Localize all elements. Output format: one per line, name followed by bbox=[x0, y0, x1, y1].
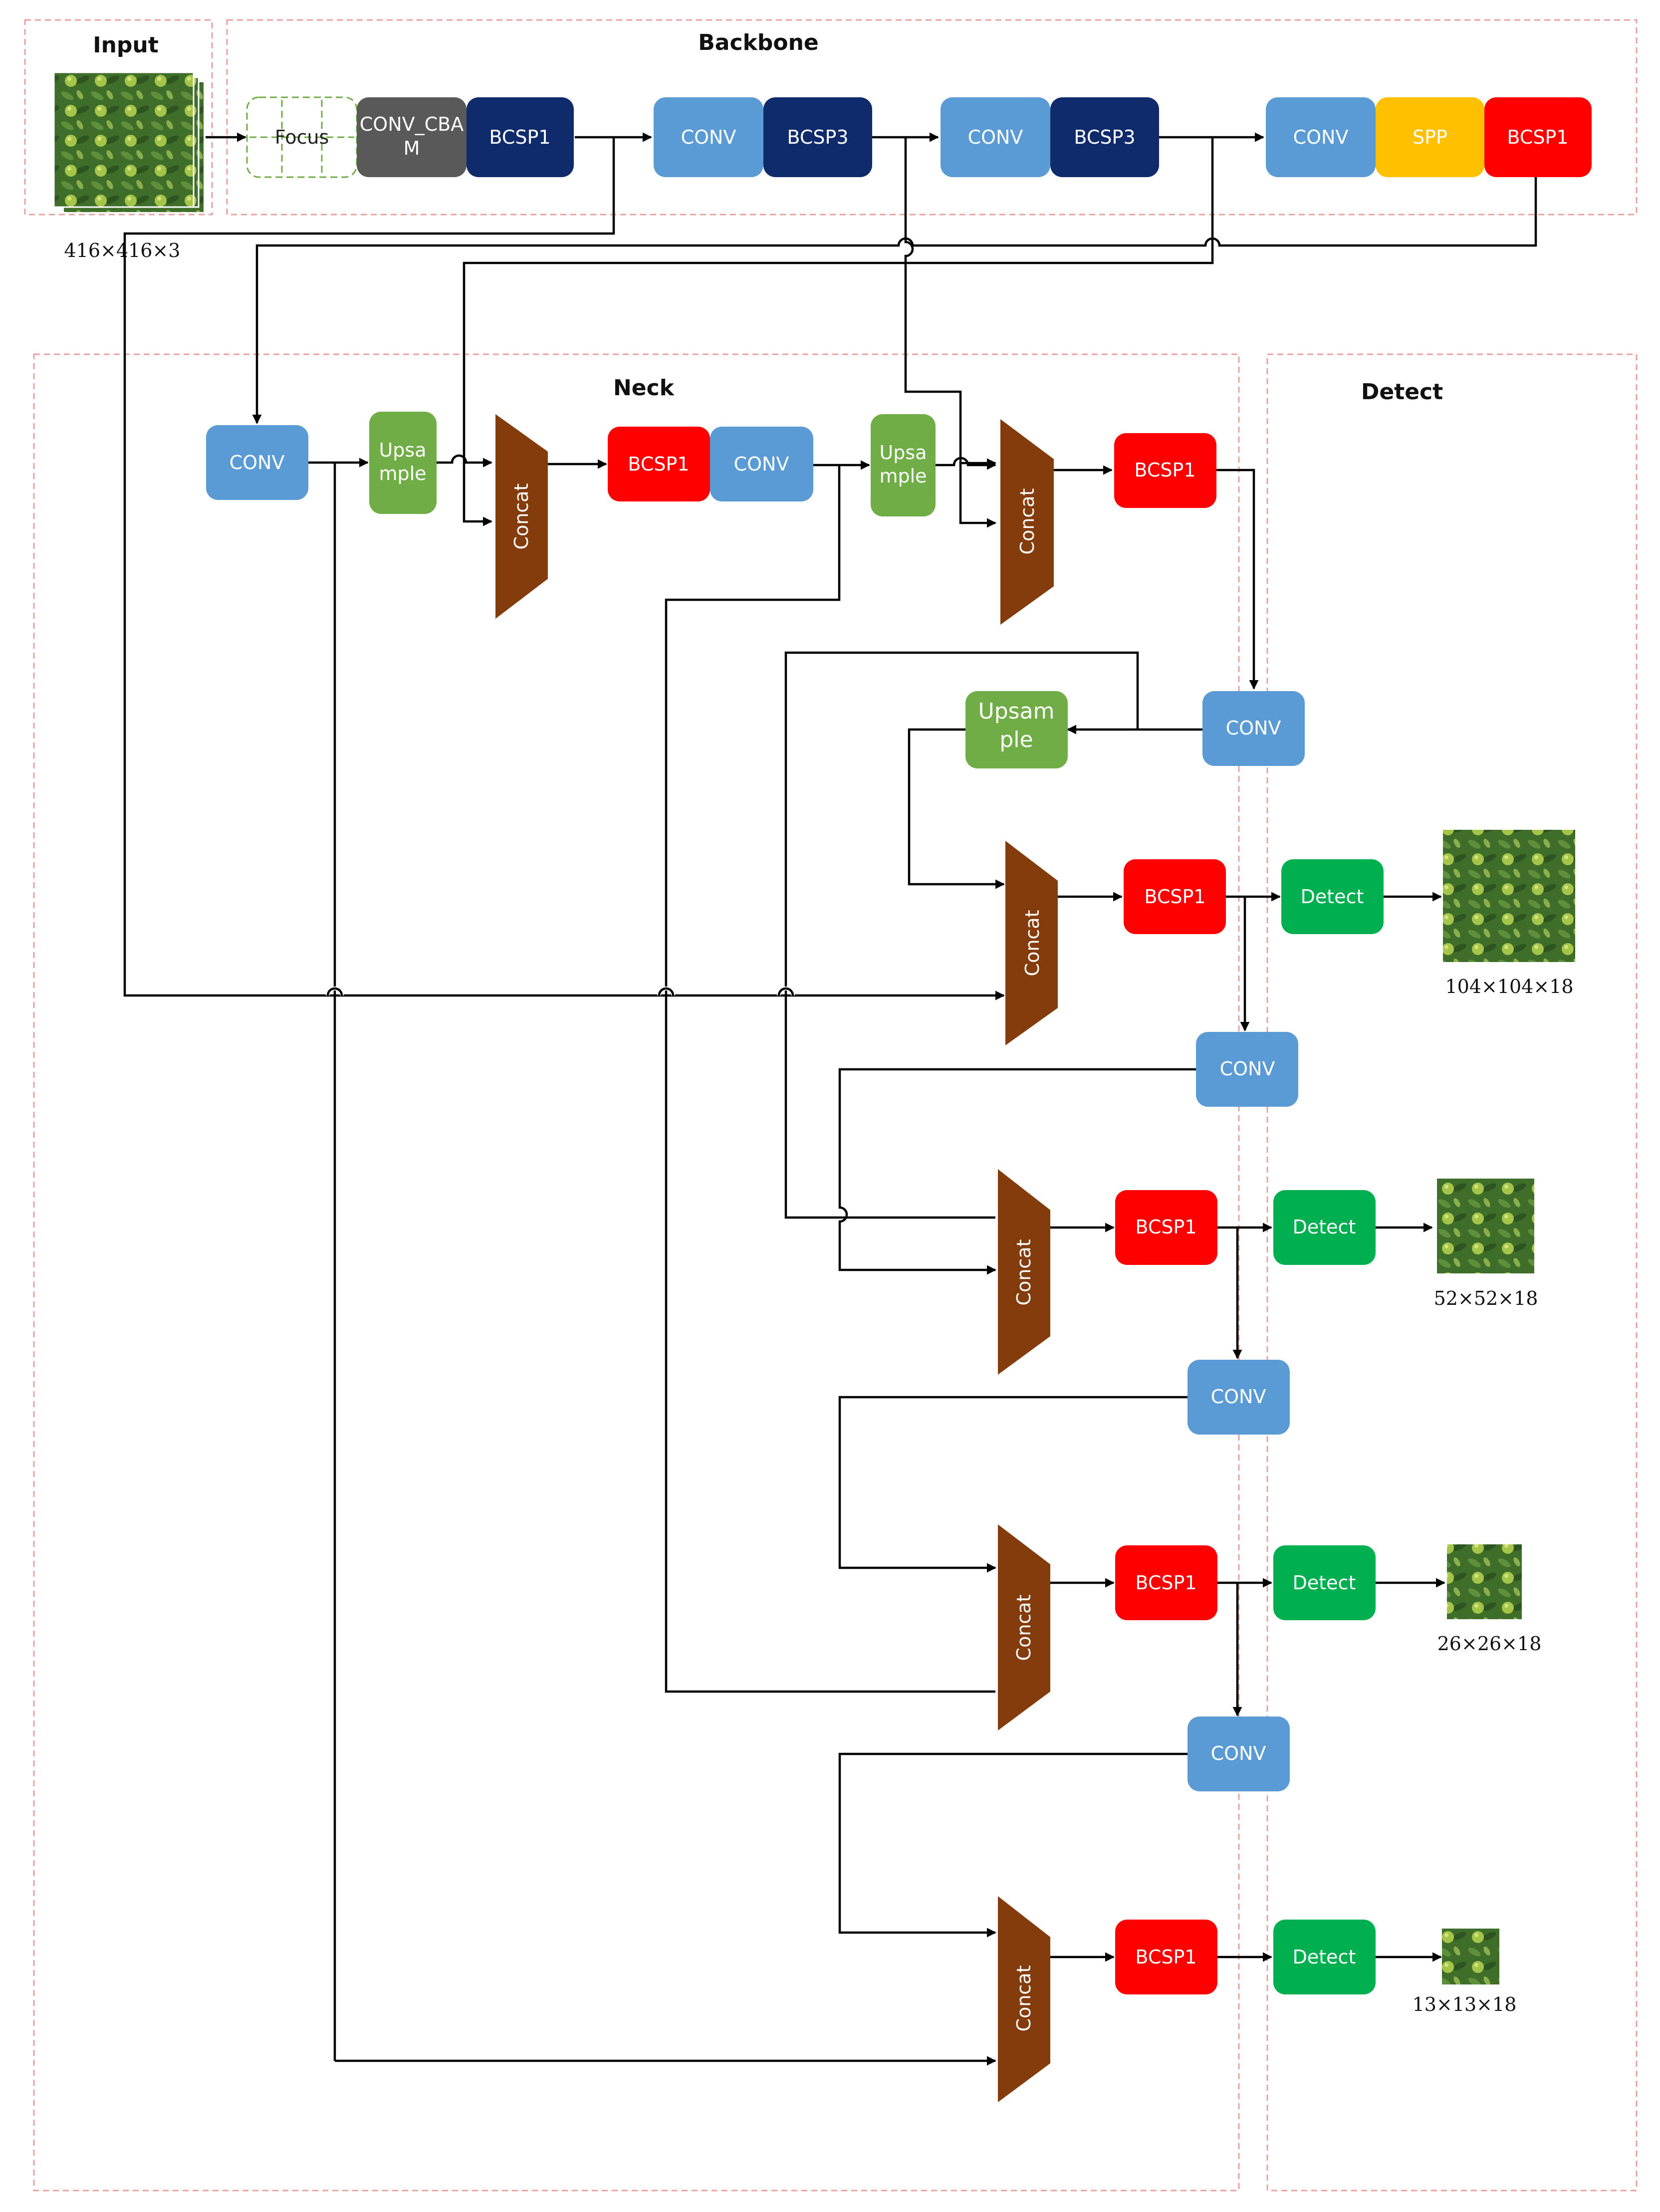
svg-text:Detect: Detect bbox=[1293, 1572, 1356, 1594]
output-size-104: 104×104×18 bbox=[1445, 976, 1573, 997]
neck-bcsp1-2: BCSP1 bbox=[1114, 433, 1216, 508]
backbone-section-title: Backbone bbox=[698, 30, 818, 55]
neck-upsample-2: Upsa mple bbox=[871, 414, 936, 516]
focus-label: Focus bbox=[275, 126, 329, 148]
neck-section-title: Neck bbox=[613, 375, 675, 401]
input-section-title: Input bbox=[93, 32, 159, 58]
svg-text:BCSP1: BCSP1 bbox=[1135, 1946, 1196, 1968]
detect-section-title: Detect bbox=[1361, 379, 1443, 405]
svg-text:BCSP1: BCSP1 bbox=[1507, 126, 1568, 148]
output-image-104 bbox=[1443, 830, 1575, 962]
output-size-52: 52×52×18 bbox=[1434, 1287, 1538, 1309]
svg-text:BCSP1: BCSP1 bbox=[1134, 459, 1195, 481]
svg-text:CONV: CONV bbox=[1211, 1742, 1266, 1764]
backbone-bcsp1-a: BCSP1 bbox=[467, 97, 574, 177]
conv-cbam-label-1: CONV_CBA bbox=[360, 113, 464, 135]
backbone-bcsp3-b: BCSP3 bbox=[1050, 97, 1159, 177]
backbone-bcsp3-a: BCSP3 bbox=[763, 97, 872, 177]
connection-lines bbox=[123, 132, 1537, 2066]
input-image bbox=[53, 71, 204, 212]
backbone-section-box bbox=[226, 19, 1638, 216]
output-size-13: 13×13×18 bbox=[1413, 1993, 1517, 2015]
svg-text:CONV: CONV bbox=[968, 126, 1023, 148]
svg-text:BCSP3: BCSP3 bbox=[1074, 126, 1135, 148]
neck-concat-5: Concat bbox=[998, 1524, 1050, 1730]
neck-concat-3: Concat bbox=[1005, 841, 1058, 1045]
svg-text:Concat: Concat bbox=[1013, 1966, 1035, 2032]
spp-block: SPP bbox=[1376, 97, 1484, 177]
neck-bcsp1-4: BCSP1 bbox=[1115, 1190, 1217, 1265]
neck-conv-5: CONV bbox=[1187, 1360, 1290, 1435]
line-crossing-hops bbox=[326, 986, 795, 996]
svg-text:Upsa: Upsa bbox=[879, 442, 927, 464]
svg-text:ple: ple bbox=[999, 727, 1033, 752]
output-image-26 bbox=[1447, 1544, 1522, 1619]
svg-text:BCSP1: BCSP1 bbox=[1135, 1572, 1196, 1594]
backbone-conv-b: CONV bbox=[941, 97, 1050, 177]
svg-text:Concat: Concat bbox=[1021, 910, 1043, 977]
svg-text:Detect: Detect bbox=[1293, 1946, 1356, 1968]
input-size-label: 416×416×3 bbox=[64, 240, 181, 261]
svg-text:Concat: Concat bbox=[1013, 1239, 1035, 1306]
neck-concat-6: Concat bbox=[998, 1896, 1050, 2102]
svg-text:Concat: Concat bbox=[510, 484, 532, 550]
neck-conv-6: CONV bbox=[1187, 1717, 1290, 1791]
svg-text:Upsa: Upsa bbox=[379, 439, 426, 461]
neck-bcsp1-3: BCSP1 bbox=[1124, 859, 1226, 934]
svg-text:BCSP1: BCSP1 bbox=[489, 126, 550, 148]
svg-text:SPP: SPP bbox=[1413, 126, 1447, 148]
neck-section-box bbox=[33, 353, 1240, 2192]
neck-bcsp1-6: BCSP1 bbox=[1115, 1920, 1217, 1994]
svg-text:CONV: CONV bbox=[1293, 126, 1349, 148]
neck-bcsp1-1: BCSP1 bbox=[608, 427, 710, 501]
backbone-bcsp1-b: BCSP1 bbox=[1484, 97, 1592, 177]
svg-text:CONV: CONV bbox=[1226, 717, 1281, 739]
input-section-box bbox=[24, 19, 213, 216]
svg-text:mple: mple bbox=[379, 463, 426, 485]
detect-head-2: Detect bbox=[1273, 1190, 1376, 1265]
svg-text:Concat: Concat bbox=[1013, 1595, 1035, 1661]
svg-text:CONV: CONV bbox=[1220, 1058, 1275, 1080]
focus-block: Focus bbox=[246, 96, 358, 178]
detect-head-4: Detect bbox=[1273, 1920, 1376, 1994]
neck-concat-1: Concat bbox=[495, 414, 548, 619]
neck-upsample-1: Upsa mple bbox=[369, 412, 437, 514]
neck-conv-2: CONV bbox=[710, 427, 813, 501]
neck-concat-4: Concat bbox=[998, 1169, 1050, 1375]
svg-text:CONV: CONV bbox=[1211, 1386, 1266, 1408]
svg-text:BCSP3: BCSP3 bbox=[787, 126, 848, 148]
svg-text:Concat: Concat bbox=[1016, 489, 1038, 555]
neck-conv-1: CONV bbox=[206, 425, 308, 500]
svg-text:Upsam: Upsam bbox=[978, 699, 1055, 724]
backbone-conv-c: CONV bbox=[1266, 97, 1376, 177]
svg-text:CONV: CONV bbox=[681, 126, 736, 148]
svg-text:BCSP1: BCSP1 bbox=[1135, 1216, 1196, 1238]
neck-concat-2: Concat bbox=[1000, 419, 1054, 625]
svg-text:BCSP1: BCSP1 bbox=[628, 453, 689, 475]
conv-cbam-label-2: M bbox=[404, 137, 420, 159]
output-size-26: 26×26×18 bbox=[1437, 1633, 1542, 1655]
neck-upsample-3: Upsam ple bbox=[965, 691, 1068, 768]
svg-text:BCSP1: BCSP1 bbox=[1144, 886, 1205, 908]
neck-conv-3: CONV bbox=[1202, 691, 1305, 766]
neck-conv-4: CONV bbox=[1196, 1032, 1298, 1107]
detect-head-3: Detect bbox=[1273, 1545, 1376, 1620]
output-image-13 bbox=[1442, 1929, 1499, 1984]
neck-bcsp1-5: BCSP1 bbox=[1115, 1545, 1217, 1620]
detect-head-1: Detect bbox=[1281, 859, 1384, 934]
svg-text:Detect: Detect bbox=[1301, 886, 1364, 908]
conv-cbam-block: CONV_CBA M bbox=[357, 97, 467, 177]
svg-text:CONV: CONV bbox=[230, 452, 285, 474]
backbone-conv-a: CONV bbox=[654, 97, 763, 177]
svg-text:mple: mple bbox=[879, 465, 927, 487]
svg-text:Detect: Detect bbox=[1293, 1216, 1356, 1238]
output-image-52 bbox=[1437, 1179, 1534, 1273]
detect-section-box bbox=[1266, 353, 1638, 2192]
svg-text:CONV: CONV bbox=[734, 453, 789, 475]
